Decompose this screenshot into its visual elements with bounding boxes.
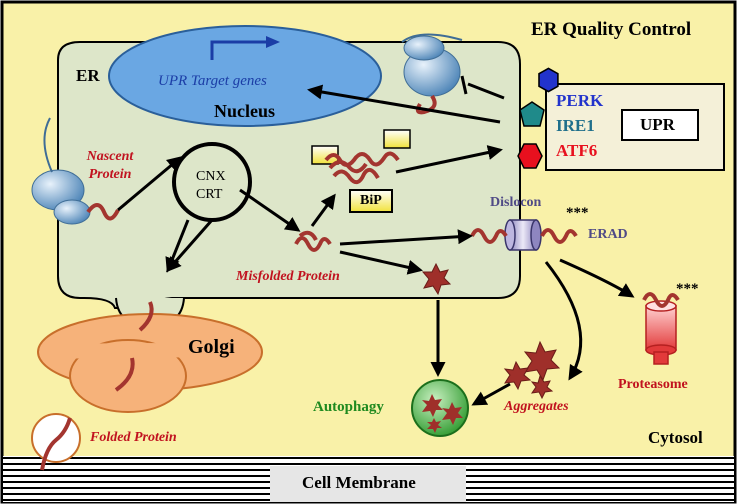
bip-label: BiP [360, 193, 382, 208]
misfolded-protein-label: Misfolded Protein [236, 269, 340, 284]
ribosome-er [31, 117, 91, 225]
er-aggregate [421, 262, 452, 296]
autophagy-label: Autophagy [313, 399, 384, 415]
upr-target-genes-label: UPR Target genes [158, 73, 267, 89]
golgi-label: Golgi [188, 336, 235, 358]
pathway-arrows [117, 84, 635, 406]
perk-sensor [538, 67, 559, 93]
upr-label: UPR [640, 115, 675, 134]
bip-complex [311, 129, 411, 213]
cytosol-label: Cytosol [648, 428, 703, 447]
nucleus-label: Nucleus [214, 101, 276, 121]
perk-label: PERK [556, 91, 604, 110]
proteasome [642, 292, 680, 365]
golgi-protein-2 [114, 357, 135, 392]
golgi-protein [138, 301, 154, 332]
atf6-label: ATF6 [556, 141, 598, 160]
cell-membrane-label: Cell Membrane [302, 473, 416, 492]
proteasome-label: Proteasome [618, 377, 688, 392]
ubiquitin-label-proteasome: *** [676, 281, 699, 297]
nascent-protein-label: Nascent Protein [86, 149, 134, 182]
autophagosome [411, 379, 469, 437]
gene-promoter-arrow [210, 36, 280, 60]
dislocon-label: Dislocon [490, 195, 542, 210]
aggregates-label: Aggregates [504, 399, 569, 414]
folded-protein-label: Folded Protein [90, 430, 177, 445]
upr-inner-box [621, 109, 699, 141]
ire1-sensor [519, 101, 545, 127]
ire1-label: IRE1 [556, 116, 595, 135]
cell-membrane [3, 456, 734, 502]
diagram-title: ER Quality Control [531, 19, 692, 40]
ubiquitin-label-er: *** [566, 205, 589, 221]
crt-label: CRT [196, 187, 223, 202]
secretory-vesicle [31, 413, 81, 471]
cnx-label: CNX [196, 169, 226, 184]
dislocon [504, 219, 542, 251]
er-label: ER [76, 66, 100, 85]
atf6-sensor [517, 143, 543, 169]
misfolded-protein-er [294, 230, 332, 252]
erad-label: ERAD [588, 227, 628, 242]
nucleus [108, 25, 382, 127]
erad-protein [470, 228, 578, 244]
nascent-protein-chain [86, 203, 120, 221]
perk-inhibition-bar [460, 75, 468, 95]
cytosol-aggregates [503, 340, 561, 400]
perk-inhibition [467, 82, 505, 100]
